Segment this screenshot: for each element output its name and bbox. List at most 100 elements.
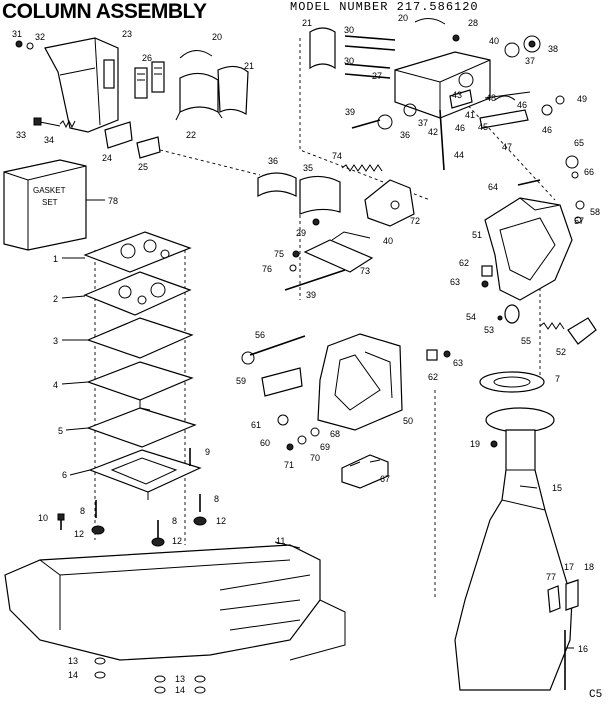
callout-13a: 13 <box>68 656 78 666</box>
callout-23: 23 <box>122 29 132 39</box>
part-39-75-76-pin-parts <box>284 250 346 291</box>
callout-12b: 12 <box>172 536 182 546</box>
part-6-exhaust-plate <box>88 449 202 500</box>
callout-12a: 12 <box>74 529 84 539</box>
part-39-44-rods <box>351 109 445 171</box>
part-28-screw <box>452 34 460 42</box>
part-17-18-77-plate <box>547 579 579 613</box>
callout-leaders <box>61 199 574 649</box>
callout-53: 53 <box>484 325 494 335</box>
callout-74: 74 <box>332 151 342 161</box>
callout-11: 11 <box>276 536 285 546</box>
callout-43: 43 <box>452 90 462 100</box>
callout-19: 19 <box>470 439 480 449</box>
callout-77: 77 <box>546 572 556 582</box>
callout-71: 71 <box>284 460 294 470</box>
part-22-clamp-half <box>175 72 223 121</box>
callout-26: 26 <box>142 53 152 63</box>
callout-39a: 39 <box>345 107 355 117</box>
part-1-gasket <box>83 231 192 273</box>
part-74-spring <box>341 164 383 172</box>
callout-8b: 8 <box>172 516 177 526</box>
part-26-bushing-pair <box>134 61 165 99</box>
part-15-drive-shaft-housing <box>454 407 573 691</box>
diagram-title: COLUMN ASSEMBLY <box>2 0 207 23</box>
callout-16: 16 <box>578 644 588 654</box>
callout-62a: 62 <box>459 258 469 268</box>
callout-57: 57 <box>574 216 584 226</box>
callout-38: 38 <box>548 44 558 54</box>
part-12-washers <box>91 516 207 547</box>
part-30-screws <box>344 35 396 79</box>
callout-8a: 8 <box>80 506 85 516</box>
part-10-bolt <box>57 513 65 530</box>
callout-67: 67 <box>380 474 390 484</box>
callout-30a: 30 <box>344 25 354 35</box>
callout-73: 73 <box>360 266 370 276</box>
callout-34: 34 <box>44 135 54 145</box>
callout-29: 29 <box>296 228 306 238</box>
callout-36a: 36 <box>268 156 278 166</box>
callout-66: 66 <box>584 167 594 177</box>
callout-30b: 30 <box>344 56 354 66</box>
callout-49: 49 <box>577 94 587 104</box>
callout-4: 4 <box>53 380 58 390</box>
callout-48: 48 <box>486 93 496 103</box>
part-64-66-hardware <box>517 155 585 224</box>
callout-15: 15 <box>552 483 562 493</box>
part-78-gasket-set-box: GASKET SET <box>3 159 87 251</box>
part-31-32-small-parts <box>15 40 34 50</box>
part-59-plate <box>261 367 303 397</box>
callout-62b: 62 <box>428 372 438 382</box>
part-5-gasket <box>86 407 197 448</box>
part-11-lower-housing <box>4 544 346 661</box>
callout-40a: 40 <box>489 36 499 46</box>
callout-37a: 37 <box>525 56 535 66</box>
callout-60: 60 <box>260 438 270 448</box>
part-21-top-clamp <box>309 27 336 70</box>
callout-76: 76 <box>262 264 272 274</box>
callout-39b: 39 <box>306 290 316 300</box>
callout-46c: 46 <box>542 125 552 135</box>
callout-18: 18 <box>584 562 594 572</box>
callout-54: 54 <box>466 312 476 322</box>
callout-63b: 63 <box>453 358 463 368</box>
part-21-clamp-half <box>217 65 249 116</box>
part-51-swivel-bracket <box>484 197 573 301</box>
part-37-38-nuts <box>504 35 541 58</box>
part-36-37-washers <box>377 103 417 130</box>
part-23-column-bracket <box>44 37 119 133</box>
callout-37b: 37 <box>418 118 428 128</box>
callout-51: 51 <box>472 230 482 240</box>
part-62-63-knob-parts <box>426 349 451 361</box>
callout-3: 3 <box>53 336 58 346</box>
callout-31: 31 <box>12 29 22 39</box>
callout-5: 5 <box>58 426 63 436</box>
gasket-label-line1: GASKET <box>33 186 66 195</box>
callout-47: 47 <box>502 142 512 152</box>
part-45-49-linkage <box>449 89 565 129</box>
part-36-clamp <box>257 172 297 198</box>
part-3-gasket <box>86 317 194 359</box>
callout-70: 70 <box>310 453 320 463</box>
callout-59: 59 <box>236 376 246 386</box>
callout-1: 1 <box>53 254 58 264</box>
callout-33: 33 <box>16 130 26 140</box>
part-72-bracket <box>364 179 415 227</box>
callout-41: 41 <box>465 110 475 120</box>
callout-72: 72 <box>410 216 420 226</box>
callout-13b: 13 <box>175 674 185 684</box>
callout-21b: 21 <box>244 61 254 71</box>
callout-20a: 20 <box>212 32 222 42</box>
callout-28: 28 <box>468 18 478 28</box>
callout-14b: 14 <box>175 685 185 695</box>
gasket-label-line2: SET <box>42 198 58 207</box>
part-27-swivel-bracket <box>394 51 491 119</box>
part-29-screw <box>312 218 320 226</box>
part-4-cover-plate <box>86 361 194 411</box>
callout-56: 56 <box>255 330 265 340</box>
callout-63a: 63 <box>450 277 460 287</box>
callout-9: 9 <box>205 447 210 457</box>
callout-27: 27 <box>372 71 382 81</box>
